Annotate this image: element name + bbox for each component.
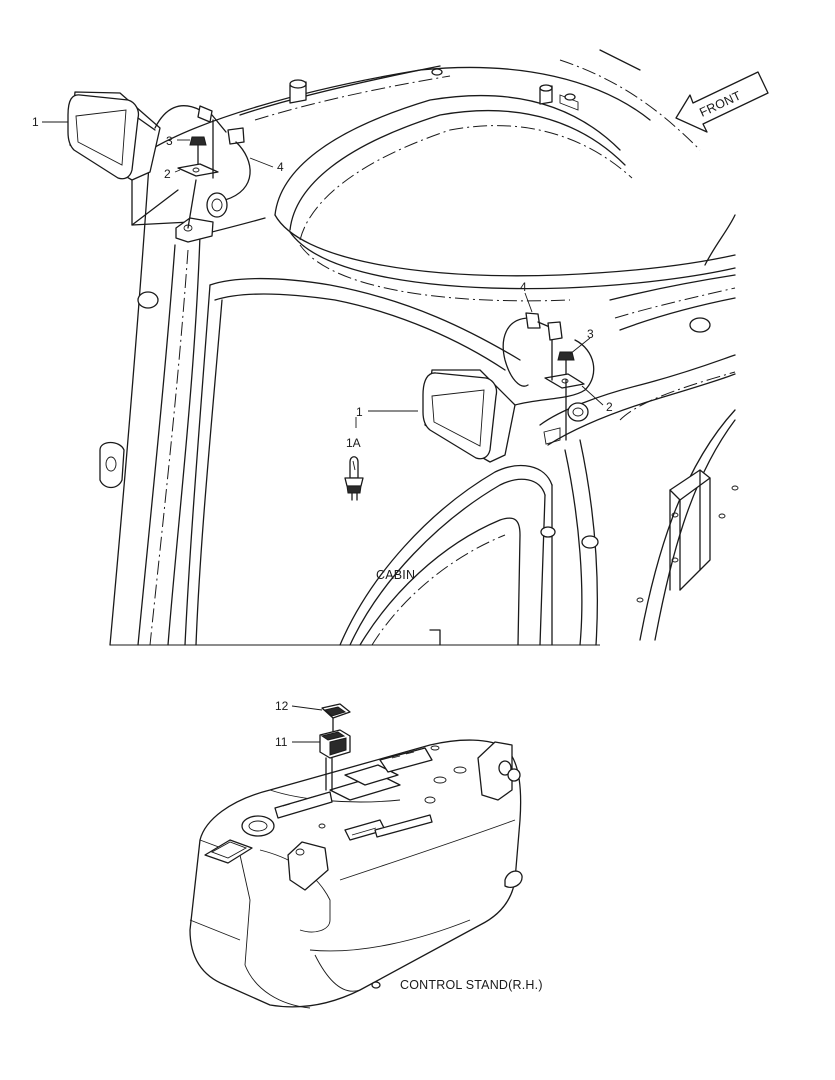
cabin-caption: CABIN	[376, 568, 415, 582]
bracket-right	[544, 339, 585, 389]
callout-bulb: 1A	[346, 436, 361, 450]
cabin-frame	[99, 49, 739, 646]
control-stand-caption: CONTROL STAND(R.H.)	[400, 978, 543, 992]
callout-lamp-left: 1	[32, 115, 39, 129]
bulb-1a	[344, 456, 364, 501]
callout-bolt-right: 3	[587, 327, 594, 341]
callout-bracket-right: 2	[606, 400, 613, 414]
work-lamp-right	[422, 369, 516, 463]
harness-left	[154, 105, 251, 201]
callout-bolt-left: 3	[166, 134, 173, 148]
callout-harness-right: 4	[520, 280, 527, 294]
callout-cover: 12	[275, 699, 289, 713]
switch-cover	[321, 703, 351, 733]
work-lamp-left	[67, 91, 161, 181]
mount-right	[565, 379, 589, 441]
rocker-switch	[319, 729, 351, 791]
callout-bracket-left: 2	[164, 167, 171, 181]
leader-lines	[42, 121, 604, 743]
callout-labels: 1 3 2 4 4 3 2 1 1A 12 11	[32, 115, 613, 749]
mount-left	[131, 179, 228, 243]
bracket-left	[177, 119, 219, 179]
callout-switch: 11	[275, 735, 288, 749]
callout-lamp-right: 1	[356, 405, 363, 419]
front-arrow: FRONT	[675, 71, 769, 133]
control-stand	[189, 739, 523, 1009]
harness-right	[502, 312, 595, 406]
callout-harness-left: 4	[277, 160, 284, 174]
